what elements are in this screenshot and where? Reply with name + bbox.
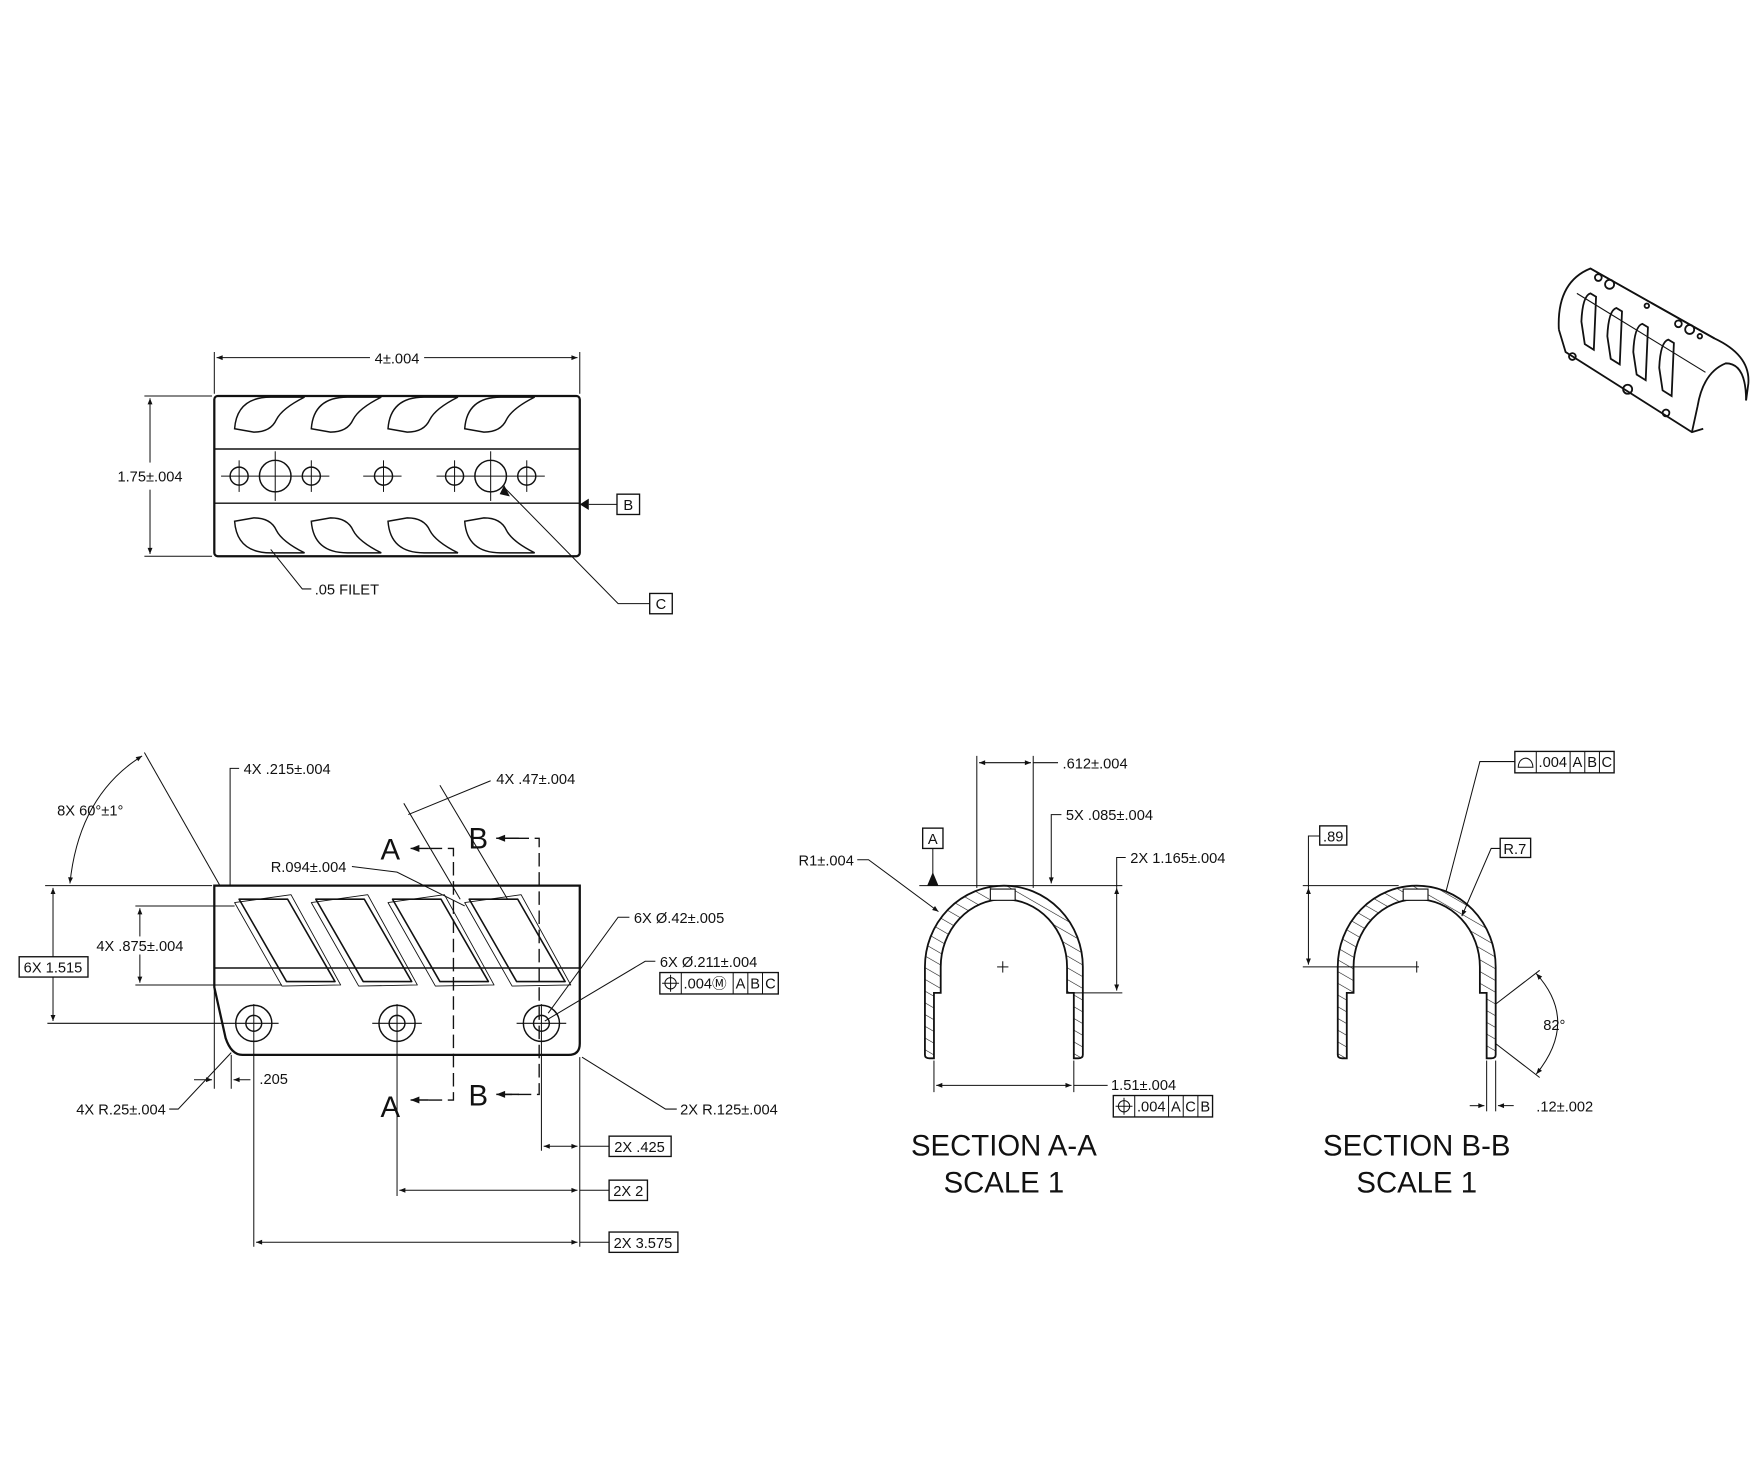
angle-dim: 8X 60°±1° xyxy=(57,804,123,820)
fillet-note: .05 FILET xyxy=(315,583,379,599)
fcf-tolerance: .004 xyxy=(1539,755,1568,771)
chamfer-dim: .205 xyxy=(259,1072,288,1088)
hole-dia: 6X Ø.211±.004 xyxy=(660,955,757,971)
hole-fcf: .004Ⓜ A B C xyxy=(659,971,779,995)
dim-2: 2X 2 xyxy=(613,1184,643,1200)
section-b-scale: SCALE 1 xyxy=(1356,1167,1477,1200)
datum-a-label: A xyxy=(928,832,938,848)
cbore-dia: 6X Ø.42±.005 xyxy=(634,911,724,927)
fcf-datum: C xyxy=(1185,1099,1196,1115)
fcf-datum: A xyxy=(736,976,746,992)
dim-3575: 2X 3.575 xyxy=(614,1236,673,1252)
isometric-view xyxy=(1557,267,1750,434)
dim-12: .12±.002 xyxy=(1536,1099,1593,1115)
section-b-title: SECTION B-B xyxy=(1323,1129,1510,1162)
dim-085: 5X .085±.004 xyxy=(1066,808,1153,824)
top-view: 4±.004 1.75±.004 .05 FILET B C xyxy=(117,351,673,615)
fcf-tolerance: .004Ⓜ xyxy=(684,975,728,992)
top-slots xyxy=(233,396,535,554)
dim-425: 2X .425 xyxy=(614,1140,665,1156)
dim-89: .89 xyxy=(1323,830,1343,846)
height-dim: 1.75±.004 xyxy=(117,470,182,486)
slot-radius: R.094±.004 xyxy=(271,860,347,876)
fcf-datum: C xyxy=(1601,755,1612,771)
dim-612: .612±.004 xyxy=(1063,756,1128,772)
front-slots xyxy=(234,894,572,987)
dim-151: 1.51±.004 xyxy=(1111,1078,1176,1094)
section-a-scale: SCALE 1 xyxy=(944,1167,1065,1200)
hole-height-dim: 6X 1.515 xyxy=(24,961,83,977)
section-b-marker: B xyxy=(468,822,488,855)
width-dim: 4±.004 xyxy=(375,351,420,367)
slot-height-dim: 4X .875±.004 xyxy=(96,939,183,955)
datum-b-label: B xyxy=(623,498,633,514)
slot-width-dim: 4X .47±.004 xyxy=(496,772,575,788)
section-a-a: .612±.004 5X .085±.004 2X 1.165±.004 A R… xyxy=(799,755,1225,1200)
corner-radius: 4X R.25±.004 xyxy=(76,1103,166,1119)
fcf-datum: A xyxy=(1171,1099,1181,1115)
fcf-datum: A xyxy=(1573,755,1583,771)
fcf-datum: B xyxy=(1200,1099,1210,1115)
profile-of-surface-icon xyxy=(1517,757,1534,768)
radius-r1: R1±.004 xyxy=(799,853,854,869)
section-a-title: SECTION A-A xyxy=(911,1129,1097,1162)
front-view: A A B B 8X 60°±1° 4X .215±.004 4X .47±.0… xyxy=(18,752,779,1254)
slot-offset-dim: 4X .215±.004 xyxy=(244,762,331,778)
fcf-datum: C xyxy=(765,976,776,992)
section-a-marker: A xyxy=(380,834,400,867)
bottom-radius: 2X R.125±.004 xyxy=(680,1103,778,1119)
section-a-fcf: .004 A C B xyxy=(1112,1094,1214,1118)
radius-r7: R.7 xyxy=(1503,842,1526,858)
angle-82: 82° xyxy=(1543,1018,1565,1034)
fcf-tolerance: .004 xyxy=(1137,1099,1166,1115)
profile-fcf: .004 A B C xyxy=(1514,750,1615,774)
section-a-marker-bottom: A xyxy=(380,1091,400,1124)
section-b-b: .89 .004 A B C R.7 82° .12±.002 SECTION … xyxy=(1302,750,1615,1200)
fcf-datum: B xyxy=(750,976,760,992)
section-b-marker-bottom: B xyxy=(468,1080,488,1113)
fcf-datum: B xyxy=(1587,755,1597,771)
dim-1165: 2X 1.165±.004 xyxy=(1130,851,1225,867)
datum-c-label: C xyxy=(656,597,667,613)
